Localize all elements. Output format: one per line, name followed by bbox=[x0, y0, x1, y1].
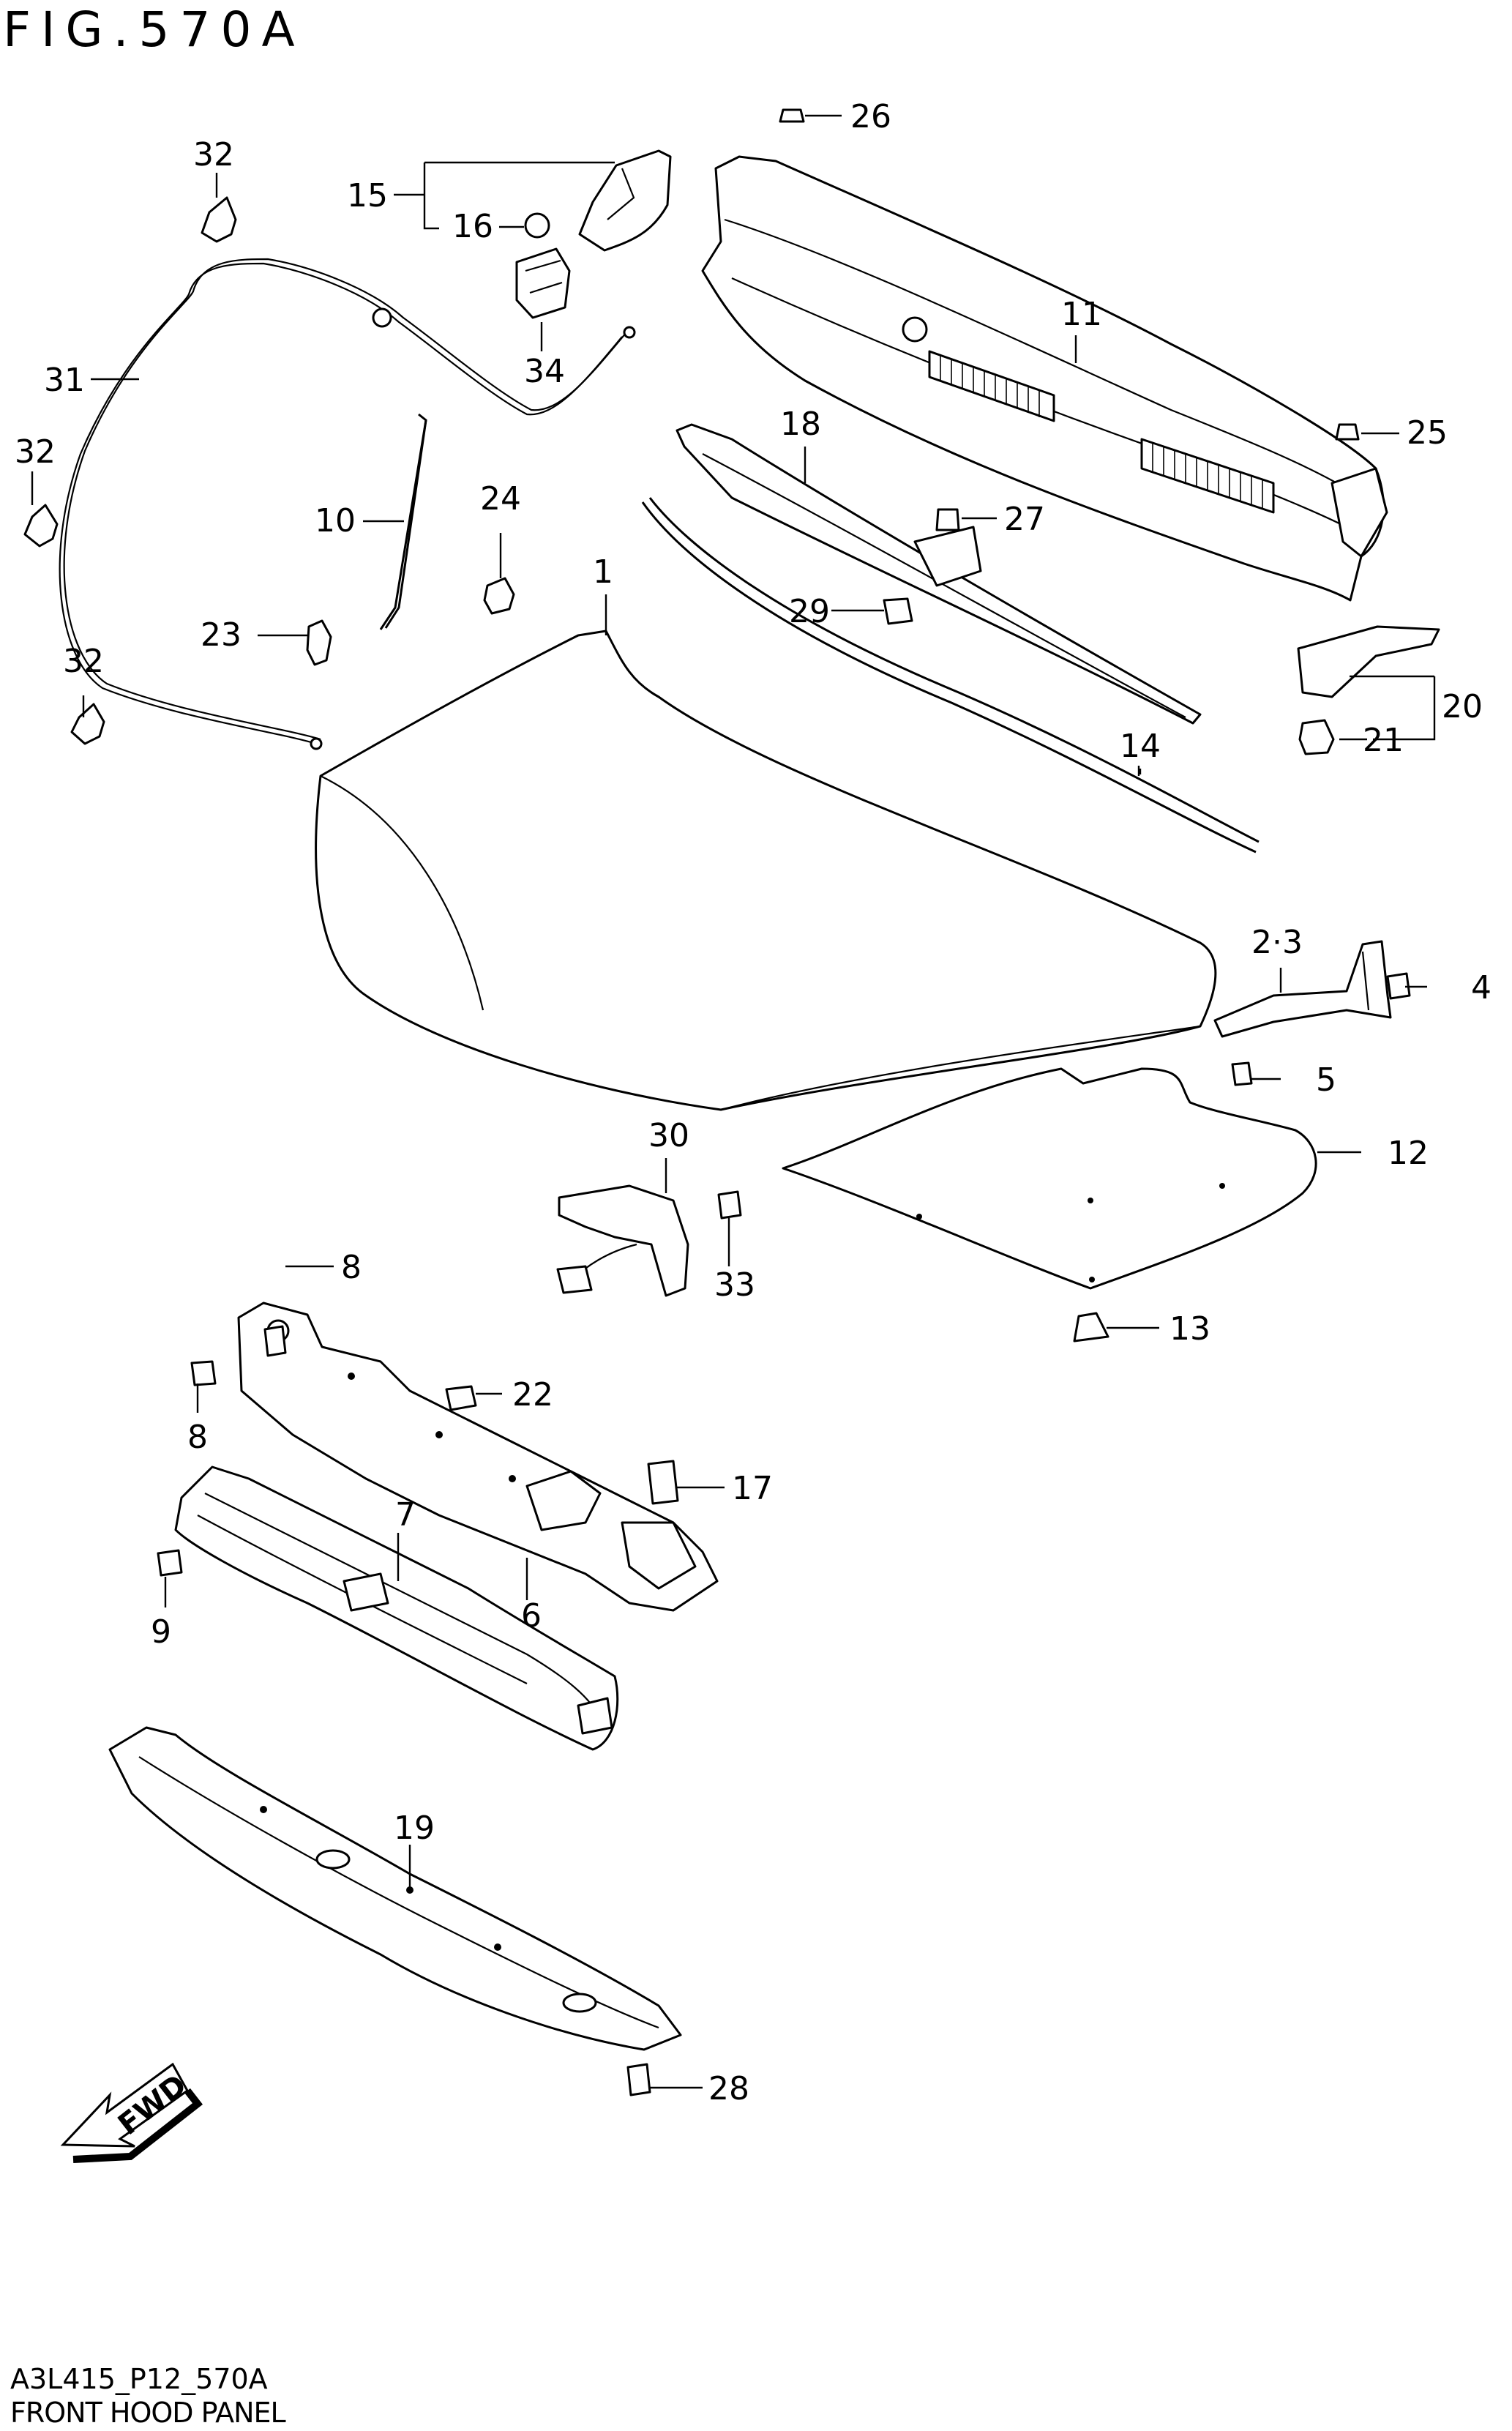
forward-direction-arrow: FWD bbox=[60, 2062, 203, 2163]
callout-6: 6 bbox=[521, 1597, 542, 1635]
drawing-code: A3L415_P12_570A bbox=[10, 2363, 268, 2395]
upper-radiator-support bbox=[237, 1302, 719, 1612]
figure-title: FIG.570A bbox=[3, 1, 305, 58]
callout-16: 16 bbox=[452, 208, 493, 245]
callout-21: 21 bbox=[1363, 722, 1404, 759]
callout-8-lower: 8 bbox=[187, 1419, 208, 1456]
hood-latch-assembly bbox=[556, 1184, 689, 1297]
bolt-4 bbox=[1386, 972, 1411, 1000]
bracket-20 bbox=[1297, 625, 1440, 698]
callout-22: 22 bbox=[512, 1376, 553, 1414]
callout-20: 20 bbox=[1442, 688, 1483, 725]
cowl-top-panel bbox=[701, 155, 1388, 602]
callout-32-low: 32 bbox=[63, 643, 104, 680]
callout-4: 4 bbox=[1471, 969, 1492, 1007]
clip-23 bbox=[306, 619, 332, 666]
clip-22 bbox=[445, 1385, 477, 1411]
callout-8-upper: 8 bbox=[341, 1249, 362, 1286]
callout-9: 9 bbox=[151, 1613, 171, 1651]
hood-insulator bbox=[782, 1067, 1317, 1290]
bolt-28 bbox=[626, 2063, 651, 2096]
hood-hinge bbox=[1213, 940, 1392, 1038]
callout-19: 19 bbox=[394, 1810, 435, 1847]
callout-25: 25 bbox=[1407, 414, 1448, 452]
callout-33: 33 bbox=[714, 1266, 755, 1304]
hood-release-handle bbox=[515, 149, 672, 319]
clip-24 bbox=[483, 577, 515, 615]
callout-27: 27 bbox=[1004, 501, 1045, 538]
callout-32-top: 32 bbox=[193, 136, 234, 173]
figure-name: FRONT HOOD PANEL bbox=[10, 2397, 286, 2429]
callout-13: 13 bbox=[1169, 1310, 1210, 1348]
callout-34: 34 bbox=[524, 353, 565, 390]
hood-release-cable bbox=[59, 258, 636, 750]
clip-25 bbox=[1335, 423, 1360, 441]
clip-26 bbox=[779, 108, 805, 123]
bolt-33 bbox=[717, 1190, 742, 1220]
nut-29 bbox=[883, 597, 913, 625]
callout-28: 28 bbox=[708, 2070, 749, 2107]
hood-weatherstrip bbox=[641, 497, 1260, 854]
callout-29: 29 bbox=[789, 593, 830, 630]
hood-panel bbox=[315, 630, 1217, 1111]
callout-26: 26 bbox=[850, 98, 891, 135]
callout-15: 15 bbox=[347, 177, 388, 214]
callout-1: 1 bbox=[593, 553, 613, 591]
hood-support-rod bbox=[379, 413, 427, 630]
cable-clamp bbox=[23, 196, 237, 745]
callout-30: 30 bbox=[648, 1117, 689, 1154]
bolt-8-upper bbox=[263, 1325, 287, 1357]
callout-11: 11 bbox=[1061, 296, 1102, 333]
bolt-8-lower bbox=[190, 1360, 217, 1386]
hood-center-brace bbox=[675, 423, 1202, 725]
callout-31: 31 bbox=[44, 362, 85, 399]
callout-23: 23 bbox=[201, 616, 242, 654]
clip-27 bbox=[935, 508, 960, 531]
callout-2-3: 2·3 bbox=[1251, 924, 1303, 961]
clip-21 bbox=[1298, 719, 1335, 755]
clip-13 bbox=[1073, 1312, 1109, 1343]
lower-radiator-member bbox=[108, 1726, 682, 2051]
bolt-9 bbox=[157, 1549, 183, 1577]
callout-10: 10 bbox=[315, 502, 356, 539]
callout-32-mid: 32 bbox=[15, 433, 56, 471]
callout-labels: 26 15 16 32 11 34 31 25 18 32 24 10 27 1… bbox=[15, 98, 1492, 2107]
bolt-5 bbox=[1231, 1061, 1253, 1086]
callout-17: 17 bbox=[732, 1470, 773, 1507]
callout-12: 12 bbox=[1388, 1135, 1429, 1172]
callout-7: 7 bbox=[395, 1496, 416, 1534]
bumper-17 bbox=[647, 1460, 679, 1505]
callout-24: 24 bbox=[480, 480, 521, 518]
bumper-upper-member bbox=[174, 1465, 619, 1751]
callout-18: 18 bbox=[780, 406, 821, 443]
leader-lines bbox=[31, 114, 1436, 2089]
callout-5: 5 bbox=[1316, 1061, 1336, 1099]
callout-14: 14 bbox=[1120, 728, 1161, 765]
